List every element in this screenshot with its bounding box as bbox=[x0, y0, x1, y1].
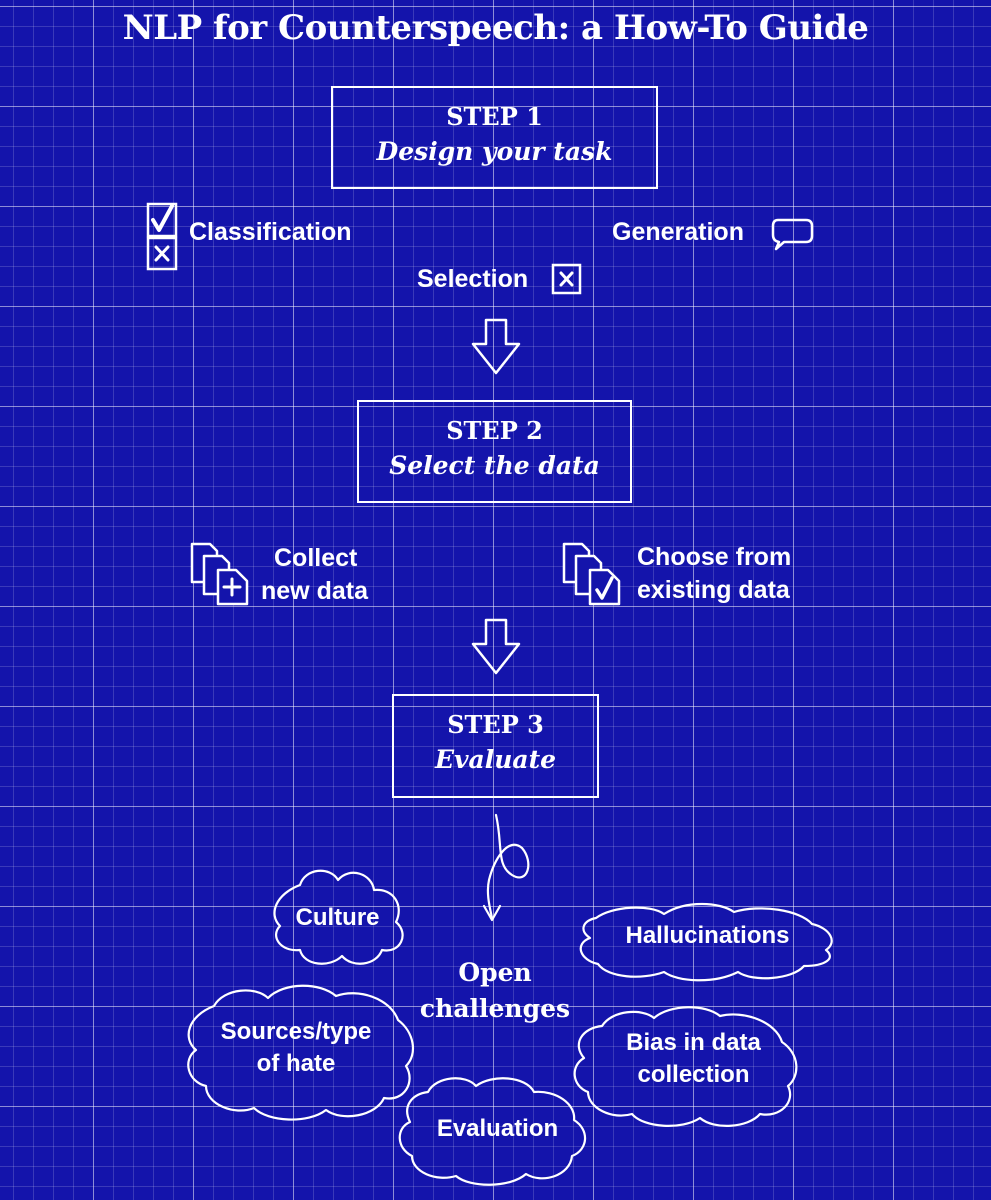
generation-label: Generation bbox=[612, 218, 744, 246]
choose-line1: Choose from bbox=[637, 543, 792, 571]
documents-check-icon bbox=[562, 542, 624, 608]
challenge-bias: Bias in data collection bbox=[606, 1027, 781, 1091]
classification-label: Classification bbox=[189, 218, 352, 246]
documents-plus-icon bbox=[190, 542, 252, 608]
cloud-sources bbox=[187, 984, 415, 1121]
checkbox-x-icon bbox=[551, 263, 583, 295]
loop-arrow bbox=[486, 813, 530, 920]
collect-line2: new data bbox=[261, 577, 368, 605]
step3-name: Evaluate bbox=[434, 745, 557, 774]
selection-label: Selection bbox=[417, 265, 529, 293]
step1-number: STEP 1 bbox=[446, 102, 543, 131]
cloud-evaluation bbox=[398, 1077, 587, 1186]
open-challenges-line1: Open bbox=[458, 958, 532, 987]
step3-box: STEP 3 Evaluate bbox=[392, 694, 599, 798]
cloud-hallucinations bbox=[579, 903, 833, 982]
loop-arrow-head bbox=[482, 904, 502, 922]
challenge-bias-line1: Bias in data bbox=[626, 1029, 761, 1056]
step1-box: STEP 1 Design your task bbox=[331, 86, 658, 189]
challenge-culture: Culture bbox=[295, 904, 380, 931]
challenge-sources: Sources/type of hate bbox=[200, 1016, 392, 1080]
challenge-sources-line1: Sources/type bbox=[220, 1018, 372, 1045]
step3-number: STEP 3 bbox=[447, 710, 544, 739]
step2-box: STEP 2 Select the data bbox=[357, 400, 632, 503]
challenge-sources-line2: of hate bbox=[256, 1050, 336, 1077]
cloud-bias bbox=[573, 1006, 798, 1127]
speech-bubble-icon bbox=[770, 216, 814, 252]
down-arrow-icon bbox=[470, 318, 522, 376]
collect-line1: Collect bbox=[274, 544, 358, 572]
open-challenges-label: Open challenges bbox=[395, 955, 595, 1027]
challenge-bias-line2: collection bbox=[637, 1061, 750, 1088]
open-challenges-line2: challenges bbox=[419, 994, 571, 1023]
cloud-culture bbox=[273, 869, 404, 965]
step1-name: Design your task bbox=[376, 137, 613, 166]
challenge-evaluation: Evaluation bbox=[436, 1115, 559, 1142]
challenge-hallucinations: Hallucinations bbox=[625, 922, 790, 949]
step2-number: STEP 2 bbox=[446, 416, 543, 445]
down-arrow-icon bbox=[470, 618, 522, 676]
step2-name: Select the data bbox=[389, 451, 600, 480]
checkbox-check-x-icon bbox=[146, 202, 180, 272]
page-title: NLP for Counterspeech: a How-To Guide bbox=[122, 8, 869, 48]
choose-line2: existing data bbox=[637, 576, 790, 604]
